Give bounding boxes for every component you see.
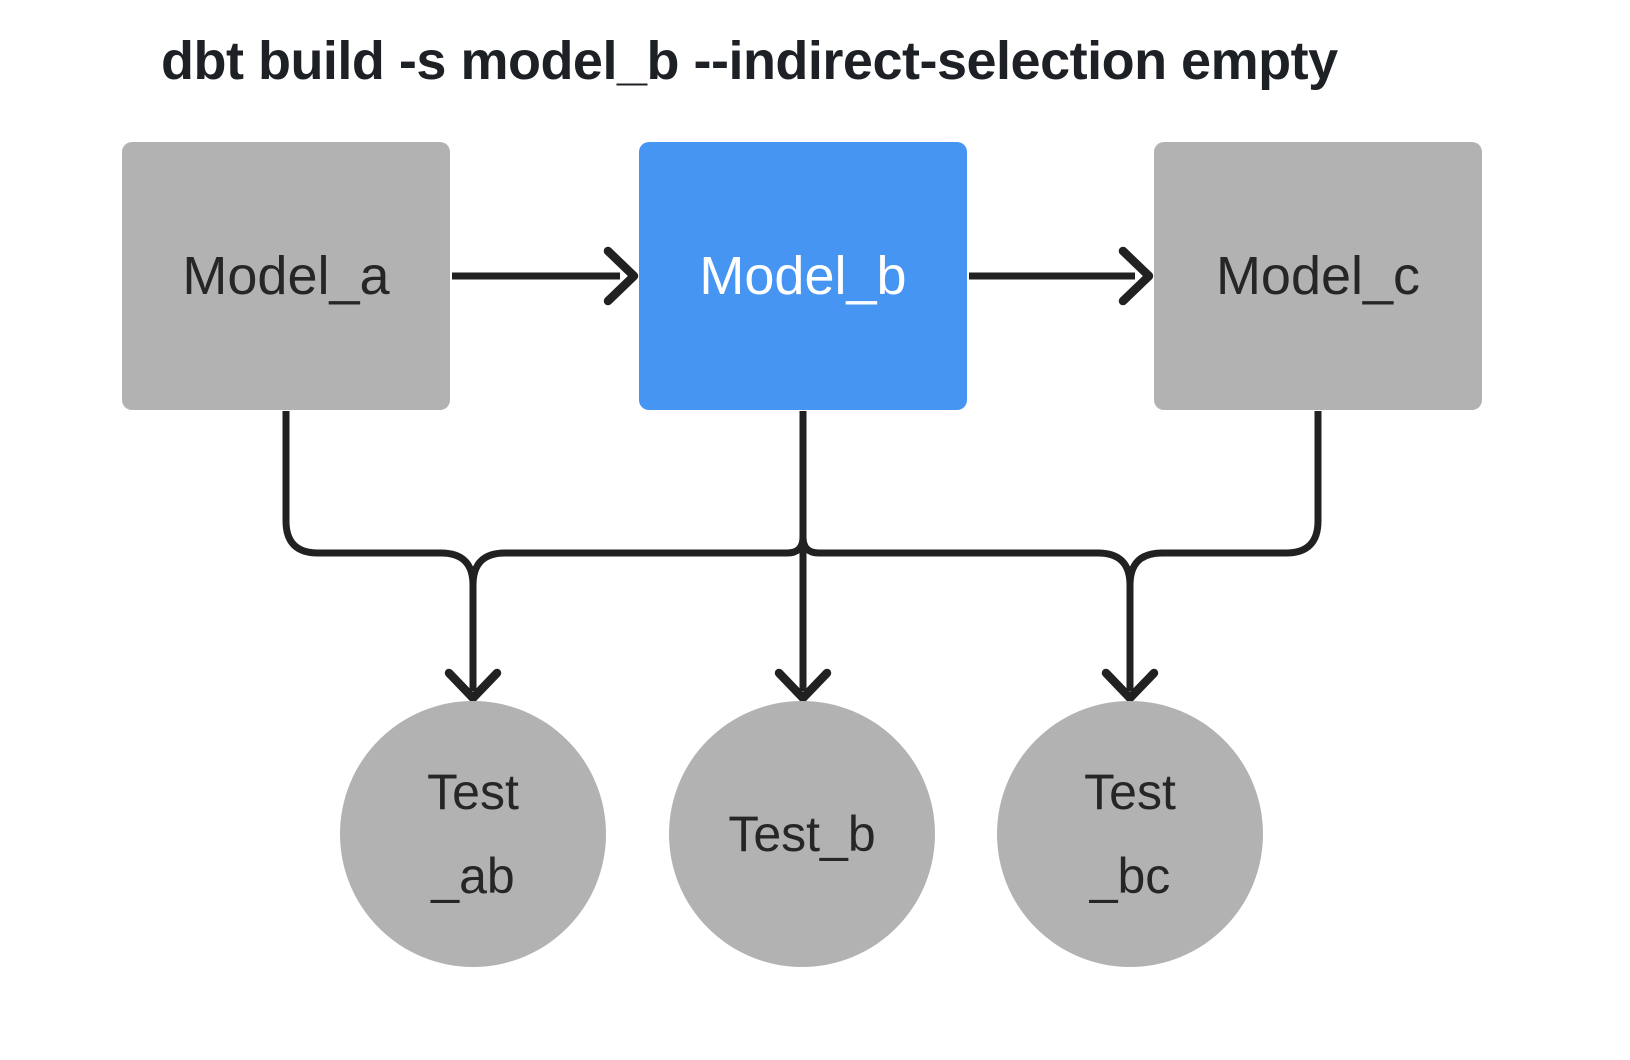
- node-test-b-label-line1: Test_b: [728, 806, 876, 862]
- arrowhead-model-b-to-model-c: [1118, 246, 1154, 306]
- node-model-b-selected: Model_b: [639, 142, 967, 410]
- node-model-b-label: Model_b: [699, 246, 907, 306]
- node-test-bc-label-line1: Test: [1084, 764, 1176, 820]
- node-model-c: Model_c: [1154, 142, 1482, 410]
- node-model-c-label: Model_c: [1215, 246, 1421, 306]
- arrowhead-to-test-b: [774, 668, 832, 703]
- node-model-a: Model_a: [122, 142, 450, 410]
- command-title: dbt build -s model_b --indirect-selectio…: [161, 31, 1338, 91]
- node-test-ab-label-line2: _ab: [431, 848, 515, 904]
- arrowhead-to-test-ab: [444, 668, 502, 703]
- node-test-ab: Test _ab: [340, 701, 606, 967]
- edge-model-a-to-test-ab: [282, 411, 477, 691]
- arrowhead-to-test-bc: [1101, 668, 1159, 703]
- node-test-bc-label-line2: _bc: [1089, 848, 1171, 904]
- node-test-b: Test_b: [669, 701, 935, 967]
- edge-model-b-to-test-ab: [469, 411, 807, 691]
- node-test-ab-label-line1: Test: [427, 764, 519, 820]
- node-model-a-label: Model_a: [182, 246, 390, 306]
- node-test-bc: Test _bc: [997, 701, 1263, 967]
- edge-model-b-to-test-bc: [799, 411, 1134, 691]
- edge-model-c-to-test-bc: [1126, 411, 1322, 691]
- arrowhead-model-a-to-model-b: [603, 246, 639, 306]
